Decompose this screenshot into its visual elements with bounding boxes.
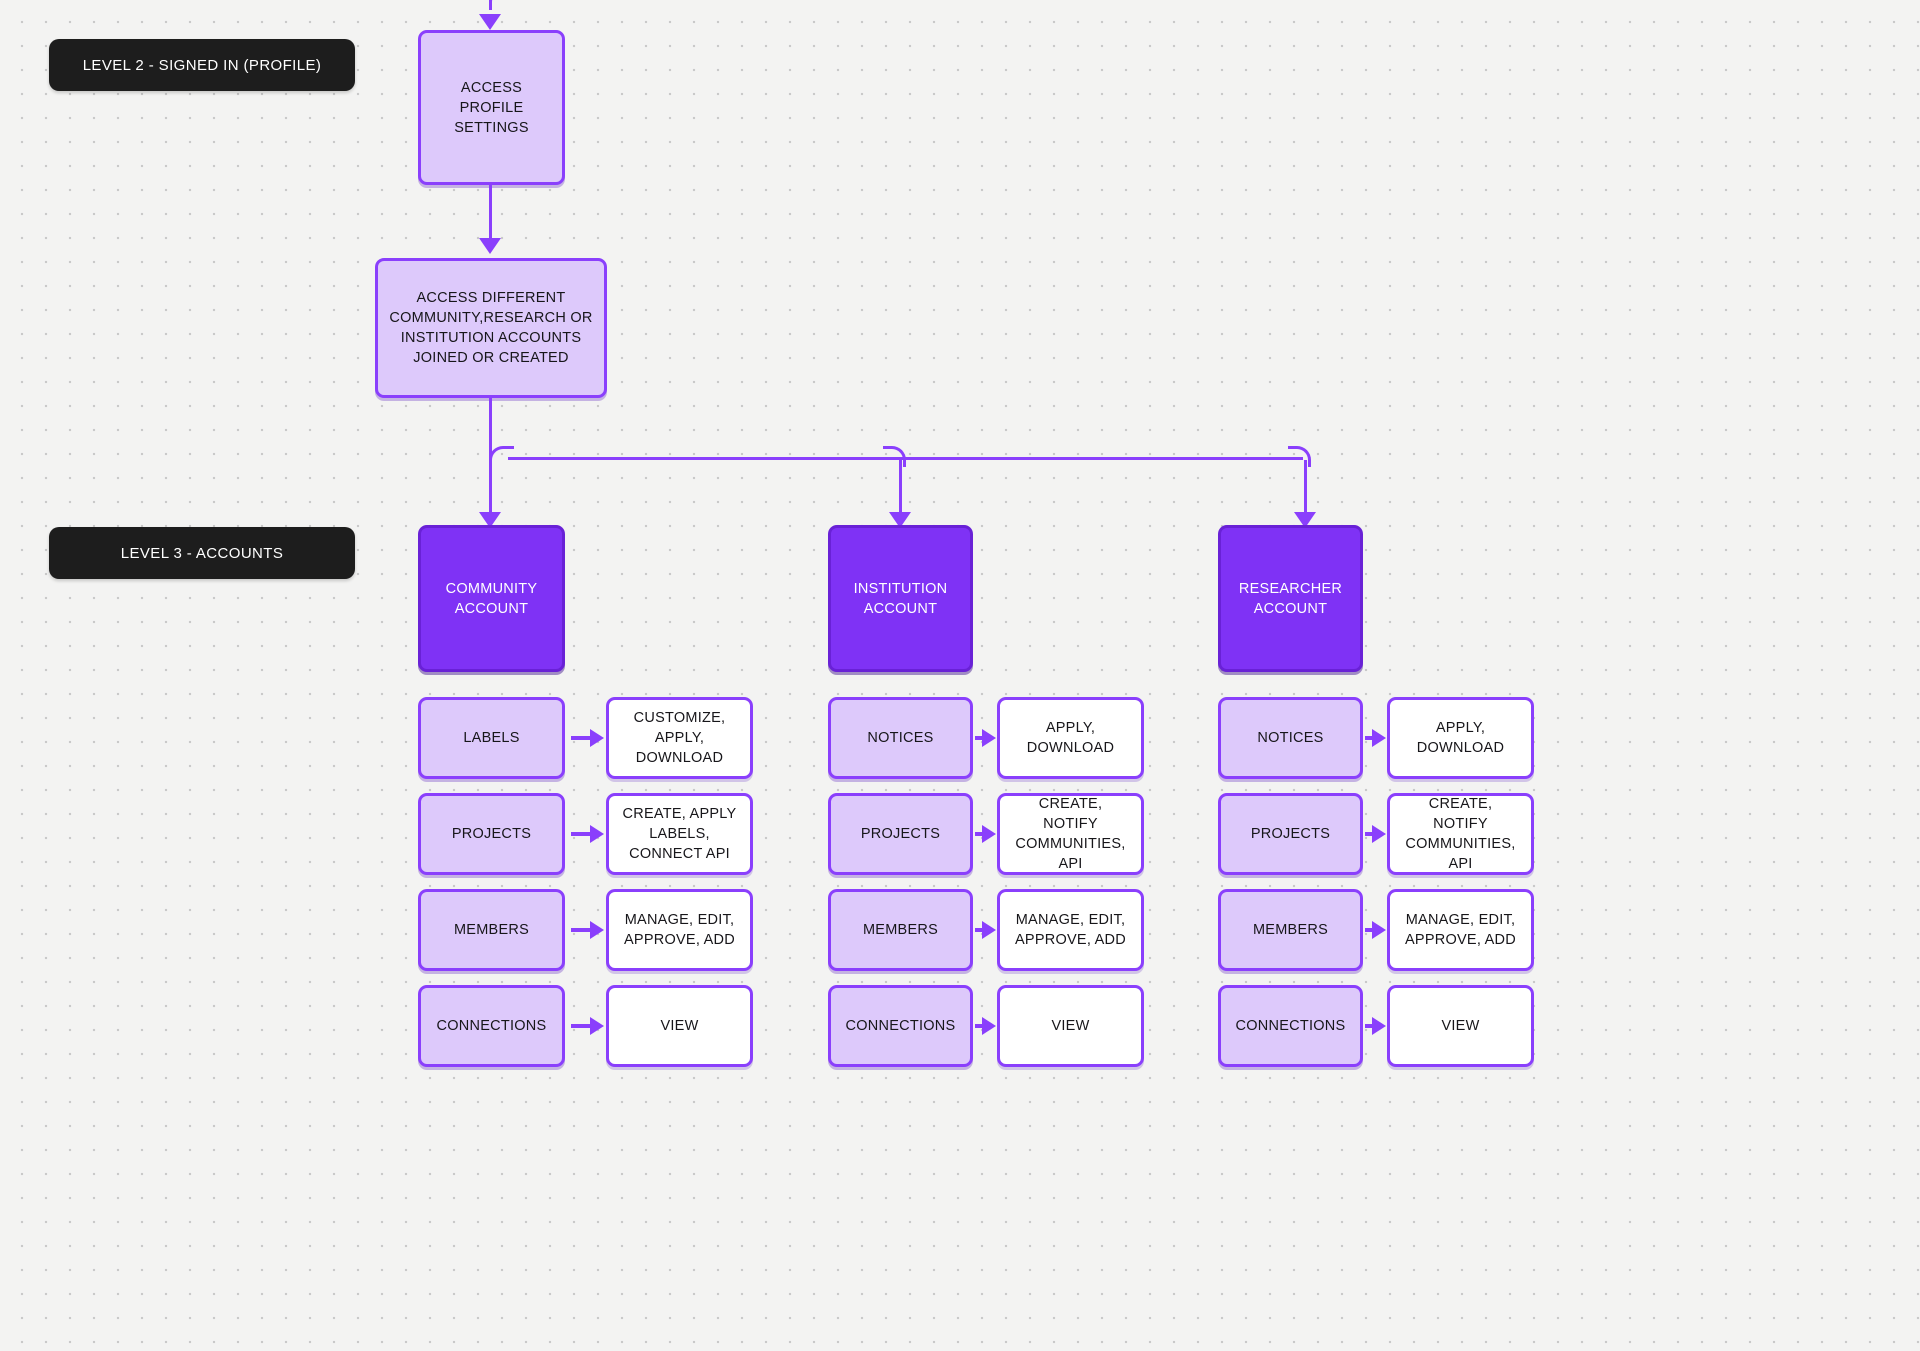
connector-branch-left-drop bbox=[489, 460, 492, 518]
node-institution-feature-members-label: MEMBERS bbox=[862, 922, 939, 938]
node-researcher-feature-connections[interactable]: CONNECTIONS bbox=[1218, 985, 1363, 1067]
node-account-institution-label: INSTITUTION ACCOUNT bbox=[853, 580, 948, 617]
node-researcher-action-notices[interactable]: APPLY, DOWNLOAD bbox=[1387, 697, 1534, 779]
node-institution-action-notices[interactable]: APPLY, DOWNLOAD bbox=[997, 697, 1144, 779]
node-community-feature-members-label: MEMBERS bbox=[453, 922, 530, 938]
node-community-action-members[interactable]: MANAGE, EDIT, APPROVE, ADD bbox=[606, 889, 753, 971]
node-account-researcher[interactable]: RESEARCHER ACCOUNT bbox=[1218, 525, 1363, 672]
arrowhead-institution-notices bbox=[982, 729, 996, 747]
node-institution-feature-members[interactable]: MEMBERS bbox=[828, 889, 973, 971]
connector-incoming-corner bbox=[489, 0, 512, 7]
node-researcher-feature-projects-label: PROJECTS bbox=[1250, 826, 1331, 842]
arrowhead-researcher-notices bbox=[1372, 729, 1386, 747]
node-account-community-label: COMMUNITY ACCOUNT bbox=[445, 580, 538, 617]
arrowhead-community-connections bbox=[590, 1017, 604, 1035]
connector-bus-corner-mid bbox=[883, 446, 906, 467]
arrowhead-community-members bbox=[590, 921, 604, 939]
node-institution-feature-projects-label: PROJECTS bbox=[860, 826, 941, 842]
node-access-profile-settings[interactable]: ACCESS PROFILE SETTINGS bbox=[418, 30, 565, 185]
arrowhead-community-projects bbox=[590, 825, 604, 843]
node-researcher-action-members-label: MANAGE, EDIT, APPROVE, ADD bbox=[1405, 912, 1516, 948]
node-researcher-feature-members[interactable]: MEMBERS bbox=[1218, 889, 1363, 971]
node-community-action-connections-label: VIEW bbox=[660, 1018, 699, 1034]
node-community-feature-labels-label: LABELS bbox=[463, 730, 520, 746]
level-3-badge: LEVEL 3 - ACCOUNTS bbox=[49, 527, 355, 579]
node-community-action-projects[interactable]: CREATE, APPLY LABELS, CONNECT API bbox=[606, 793, 753, 875]
node-community-feature-projects[interactable]: PROJECTS bbox=[418, 793, 565, 875]
node-community-action-members-label: MANAGE, EDIT, APPROVE, ADD bbox=[624, 912, 735, 948]
node-community-action-labels-label: CUSTOMIZE, APPLY, DOWNLOAD bbox=[633, 710, 726, 766]
node-community-feature-members[interactable]: MEMBERS bbox=[418, 889, 565, 971]
node-institution-action-connections-label: VIEW bbox=[1051, 1018, 1090, 1034]
node-researcher-action-projects[interactable]: CREATE, NOTIFY COMMUNITIES, API bbox=[1387, 793, 1534, 875]
node-researcher-feature-members-label: MEMBERS bbox=[1252, 922, 1329, 938]
node-institution-feature-projects[interactable]: PROJECTS bbox=[828, 793, 973, 875]
node-researcher-action-connections-label: VIEW bbox=[1441, 1018, 1480, 1034]
arrowhead-to-access-profile bbox=[479, 14, 501, 30]
arrowhead-to-researcher-account bbox=[1294, 512, 1316, 528]
connector-branch-stem bbox=[489, 398, 492, 460]
node-researcher-feature-notices-label: NOTICES bbox=[1257, 730, 1324, 746]
arrowhead-to-institution-account bbox=[889, 512, 911, 528]
node-community-feature-connections[interactable]: CONNECTIONS bbox=[418, 985, 565, 1067]
node-institution-action-projects[interactable]: CREATE, NOTIFY COMMUNITIES, API bbox=[997, 793, 1144, 875]
node-community-action-projects-label: CREATE, APPLY LABELS, CONNECT API bbox=[622, 806, 737, 862]
node-researcher-action-notices-label: APPLY, DOWNLOAD bbox=[1416, 720, 1505, 756]
node-institution-action-notices-label: APPLY, DOWNLOAD bbox=[1026, 720, 1115, 756]
connector-branch-right-drop bbox=[1304, 460, 1307, 518]
connector-bus-corner-right bbox=[1288, 446, 1311, 467]
arrowhead-community-labels bbox=[590, 729, 604, 747]
connector-community-members-stem bbox=[571, 928, 593, 932]
node-community-feature-connections-label: CONNECTIONS bbox=[436, 1018, 547, 1034]
node-researcher-action-projects-label: CREATE, NOTIFY COMMUNITIES, API bbox=[1405, 796, 1516, 872]
node-access-different-accounts-label: ACCESS DIFFERENT COMMUNITY,RESEARCH OR I… bbox=[389, 290, 593, 366]
node-community-action-connections[interactable]: VIEW bbox=[606, 985, 753, 1067]
node-community-action-labels[interactable]: CUSTOMIZE, APPLY, DOWNLOAD bbox=[606, 697, 753, 779]
arrowhead-institution-projects bbox=[982, 825, 996, 843]
level-3-badge-label: LEVEL 3 - ACCOUNTS bbox=[120, 544, 284, 562]
level-2-badge: LEVEL 2 - SIGNED IN (PROFILE) bbox=[49, 39, 355, 91]
node-institution-action-members-label: MANAGE, EDIT, APPROVE, ADD bbox=[1015, 912, 1126, 948]
node-researcher-action-connections[interactable]: VIEW bbox=[1387, 985, 1534, 1067]
node-institution-feature-connections-label: CONNECTIONS bbox=[845, 1018, 956, 1034]
node-community-feature-projects-label: PROJECTS bbox=[451, 826, 532, 842]
connector-profile-to-accounts bbox=[489, 185, 492, 240]
arrowhead-researcher-members bbox=[1372, 921, 1386, 939]
node-researcher-action-members[interactable]: MANAGE, EDIT, APPROVE, ADD bbox=[1387, 889, 1534, 971]
connector-community-projects-stem bbox=[571, 832, 593, 836]
connector-community-labels-stem bbox=[571, 736, 593, 740]
connector-bus-corner-left bbox=[489, 446, 514, 467]
arrowhead-to-access-accounts bbox=[479, 238, 501, 254]
connector-community-connections-stem bbox=[571, 1024, 593, 1028]
node-account-community[interactable]: COMMUNITY ACCOUNT bbox=[418, 525, 565, 672]
node-community-feature-labels[interactable]: LABELS bbox=[418, 697, 565, 779]
arrowhead-researcher-connections bbox=[1372, 1017, 1386, 1035]
arrowhead-institution-connections bbox=[982, 1017, 996, 1035]
connector-branch-mid-drop bbox=[899, 460, 902, 518]
node-researcher-feature-notices[interactable]: NOTICES bbox=[1218, 697, 1363, 779]
node-researcher-feature-projects[interactable]: PROJECTS bbox=[1218, 793, 1363, 875]
node-institution-feature-notices-label: NOTICES bbox=[867, 730, 934, 746]
arrowhead-researcher-projects bbox=[1372, 825, 1386, 843]
node-access-profile-settings-label: ACCESS PROFILE SETTINGS bbox=[454, 79, 529, 136]
node-institution-feature-connections[interactable]: CONNECTIONS bbox=[828, 985, 973, 1067]
arrowhead-institution-members bbox=[982, 921, 996, 939]
node-researcher-feature-connections-label: CONNECTIONS bbox=[1235, 1018, 1346, 1034]
node-institution-action-projects-label: CREATE, NOTIFY COMMUNITIES, API bbox=[1015, 796, 1126, 872]
node-account-researcher-label: RESEARCHER ACCOUNT bbox=[1238, 580, 1343, 617]
node-institution-action-members[interactable]: MANAGE, EDIT, APPROVE, ADD bbox=[997, 889, 1144, 971]
node-institution-action-connections[interactable]: VIEW bbox=[997, 985, 1144, 1067]
node-account-institution[interactable]: INSTITUTION ACCOUNT bbox=[828, 525, 973, 672]
node-access-different-accounts[interactable]: ACCESS DIFFERENT COMMUNITY,RESEARCH OR I… bbox=[375, 258, 607, 398]
arrowhead-to-community-account bbox=[479, 512, 501, 528]
node-institution-feature-notices[interactable]: NOTICES bbox=[828, 697, 973, 779]
level-2-badge-label: LEVEL 2 - SIGNED IN (PROFILE) bbox=[82, 56, 322, 74]
